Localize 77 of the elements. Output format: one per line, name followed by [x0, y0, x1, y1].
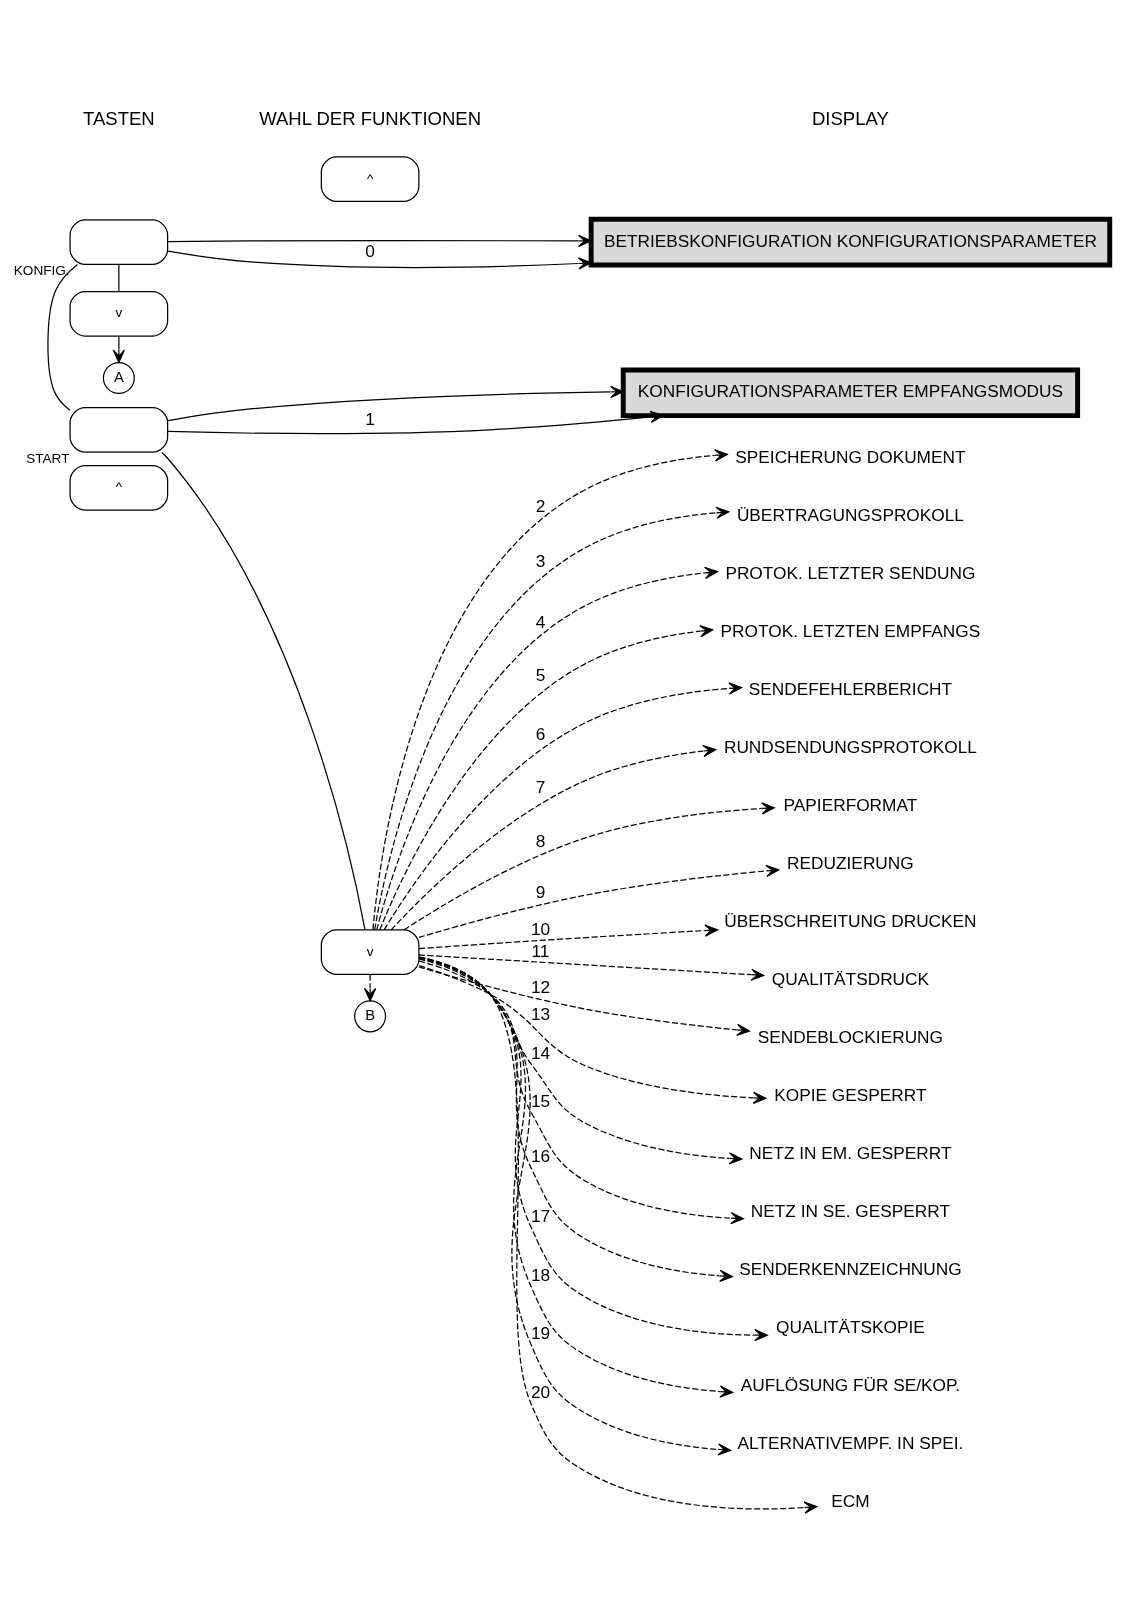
node-text: AUFLÖSUNG FÜR SE/KOP. — [740, 1375, 961, 1396]
edge-label: 4 — [535, 611, 546, 632]
node-text: SENDERKENNZEICHNUNG — [739, 1259, 962, 1280]
edge-label: 2 — [535, 495, 546, 516]
arrow — [418, 956, 818, 1514]
edge-label: 5 — [535, 664, 546, 685]
node-text: ÜBERSCHREITUNG DRUCKEN — [724, 911, 977, 932]
arrow — [403, 802, 775, 931]
arrow — [418, 957, 768, 1342]
edge-label: 20 — [530, 1382, 551, 1403]
arrow — [379, 625, 714, 931]
connector — [47, 263, 79, 411]
arrow — [167, 250, 592, 270]
edge-label: 12 — [530, 977, 551, 998]
arrow — [418, 960, 743, 1165]
node-label: START — [26, 450, 70, 466]
node-text: ALTERNATIVEMPF. IN SPEI. — [737, 1433, 964, 1454]
node-text: ÜBERTRAGUNGSPROKOLL — [736, 504, 964, 525]
node-box — [69, 219, 169, 265]
edge-label: 3 — [535, 551, 546, 572]
edge-label: 18 — [530, 1264, 551, 1285]
node-box — [69, 407, 169, 453]
node-box: ^ — [320, 156, 420, 203]
edge-label: 6 — [535, 724, 546, 745]
arrow — [418, 864, 780, 939]
node-text: ECM — [831, 1491, 870, 1512]
edge-label: 10 — [530, 919, 551, 940]
node-box: ^ — [69, 465, 169, 511]
label: WAHL DER FUNKTIONEN — [259, 108, 482, 130]
node-box: v — [320, 929, 420, 975]
node-text: KOPIE GESPERRT — [774, 1085, 927, 1106]
node-text: QUALITÄTSDRUCK — [771, 969, 930, 990]
arrow — [418, 954, 765, 981]
node-text: REDUZIERUNG — [787, 853, 914, 874]
arrow — [418, 924, 719, 950]
node-text: PAPIERFORMAT — [783, 795, 918, 816]
node-text: NETZ IN EM. GESPERRT — [749, 1143, 952, 1164]
edge-label: 0 — [365, 241, 375, 262]
arrow — [383, 682, 743, 931]
node-text: QUALITÄTSKOPIE — [776, 1317, 925, 1338]
label: TASTEN — [83, 108, 155, 130]
node-text: SENDEBLOCKIERUNG — [757, 1027, 944, 1048]
node-box: KONFIGURATIONSPARAMETER EMPFANGSMODUS — [620, 367, 1081, 419]
arrow — [363, 973, 377, 1002]
connector — [161, 451, 366, 931]
node-text: NETZ IN SE. GESPERRT — [750, 1201, 951, 1222]
edge-label: 19 — [530, 1322, 551, 1343]
node-box: v — [69, 290, 169, 337]
arrow — [418, 958, 744, 1225]
node-text: SPEICHERUNG DOKUMENT — [735, 446, 966, 467]
node-label: KONFIG. — [13, 263, 70, 279]
arrow — [167, 385, 624, 422]
arrow — [390, 744, 717, 931]
arrow — [376, 566, 718, 931]
arrow — [418, 966, 751, 1037]
arrow — [418, 965, 767, 1104]
edge-label: 8 — [535, 831, 546, 852]
node-circle: B — [354, 1000, 387, 1033]
edge-label: 14 — [530, 1042, 551, 1063]
edge-label: 9 — [535, 882, 546, 903]
arrow — [167, 234, 592, 247]
node-text: SENDEFEHLERBERICHT — [748, 678, 953, 699]
node-text: PROTOK. LETZTEN EMPFANGS — [720, 620, 981, 641]
label: DISPLAY — [812, 108, 889, 130]
node-text: RUNDSENDUNGSPROTOKOLL — [723, 736, 977, 757]
edge-label: 15 — [530, 1090, 551, 1111]
node-circle: A — [102, 361, 135, 395]
edge-label: 1 — [365, 409, 375, 430]
edge-label: 7 — [535, 777, 546, 798]
edge-label: 11 — [531, 941, 550, 962]
node-box: BETRIEBSKONFIGURATION KONFIGURATIONSPARAMETER — [588, 216, 1113, 268]
arrow — [418, 957, 733, 1283]
connector — [118, 263, 120, 293]
edge-label: 17 — [530, 1205, 551, 1226]
node-text: PROTOK. LETZTER SENDUNG — [725, 562, 976, 583]
edge-label: 16 — [530, 1146, 551, 1167]
edge-label: 13 — [530, 1004, 551, 1025]
